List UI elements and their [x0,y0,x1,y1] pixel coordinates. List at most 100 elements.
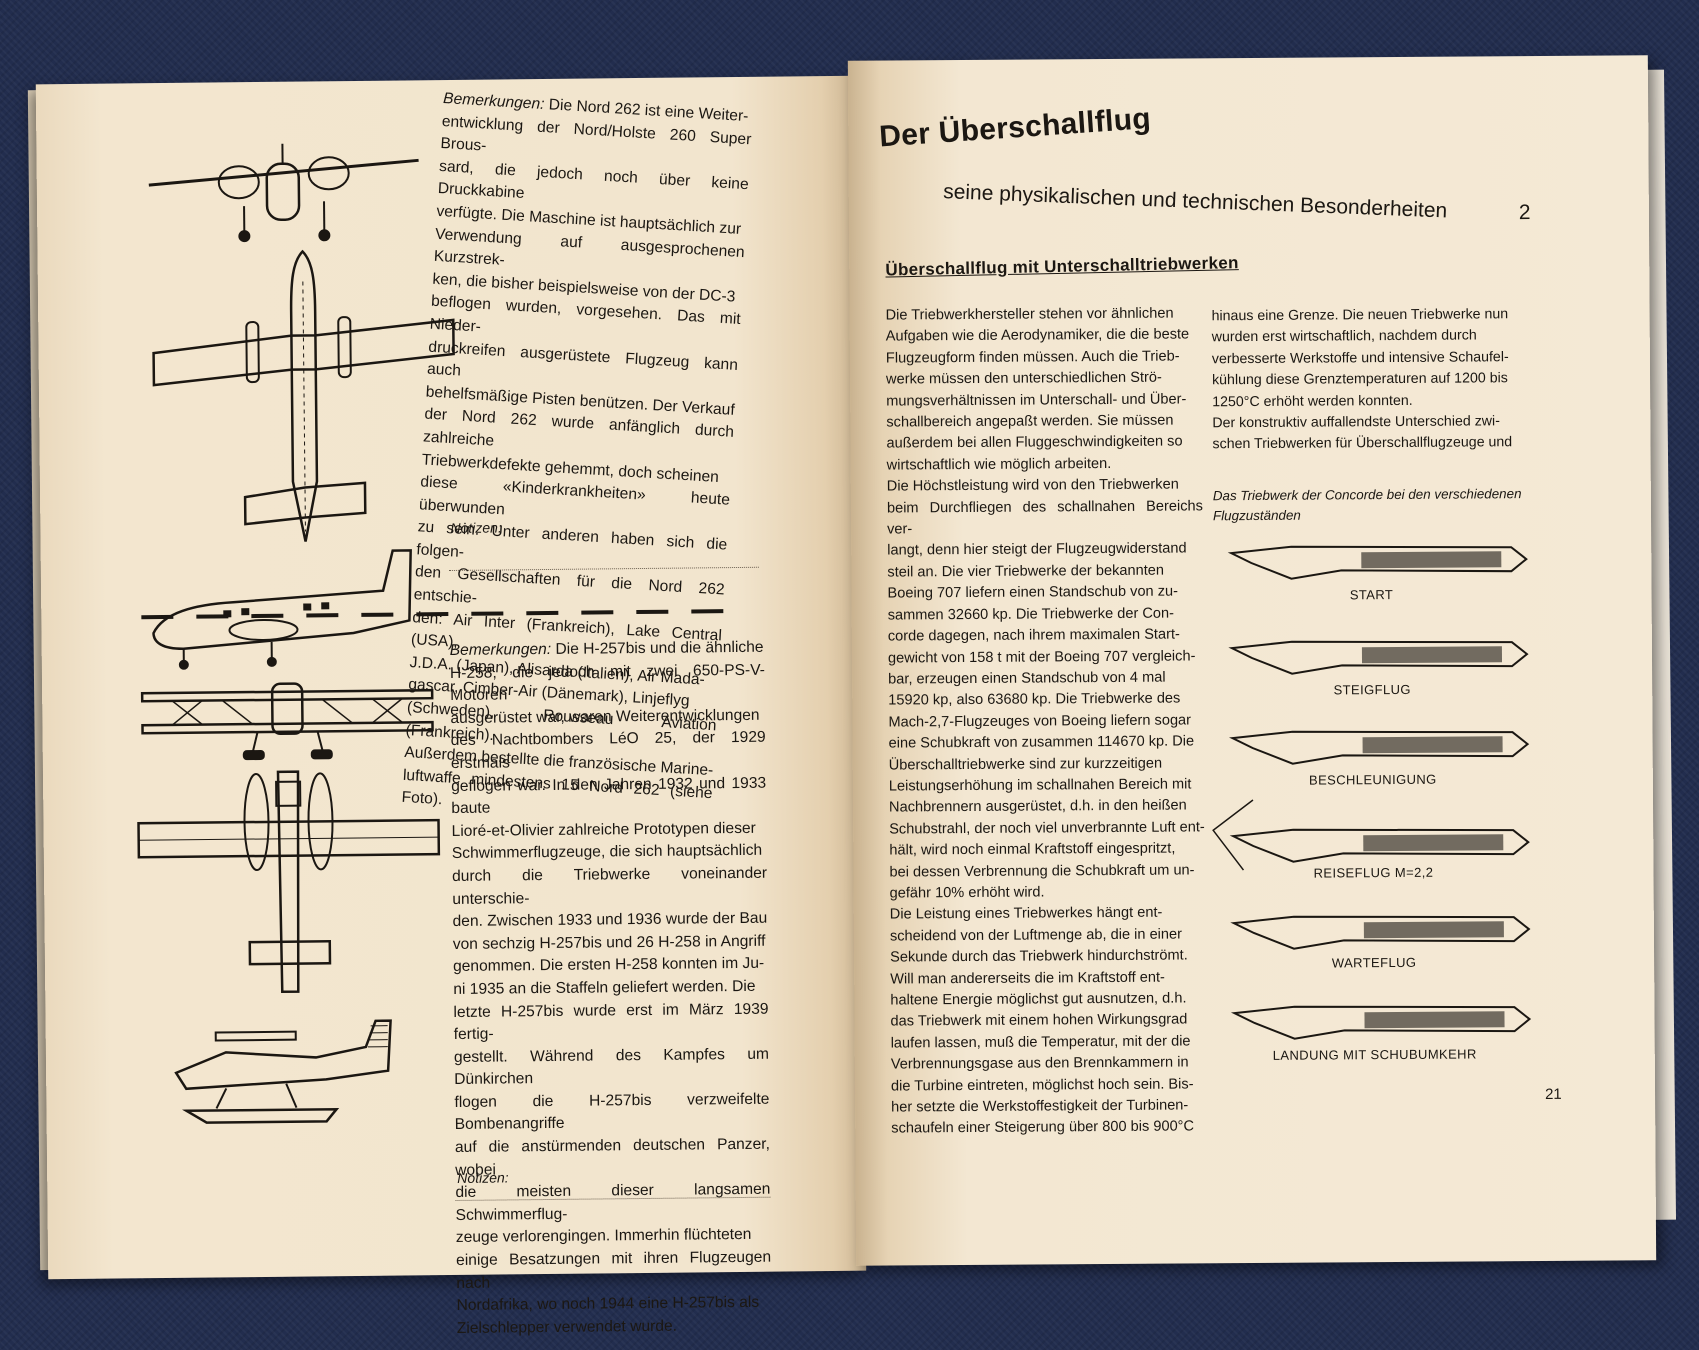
main-text-column-1: Die Triebwerkhersteller stehen vor ähnli… [886,303,1208,1140]
body-line: Mach-2,7-Flugzeuges von Boeing liefern s… [888,712,1192,731]
body-line: werke müssen den unterschiedlichen Strö- [885,369,1162,388]
body-line: gefähr 10% erhöht wird. [889,884,1045,902]
nord-262-side-view [152,549,412,670]
nord-262-front-view [148,143,419,243]
h-257bis-top-view [137,770,441,994]
right-page: Der Überschallflug seine physikalischen … [847,55,1657,1266]
body-line: eine Schubkraft von zusammen 114670 kp. … [888,733,1195,752]
body-line: Leistungserhöhung im schallnahen Bereich… [888,776,1192,795]
figure-caption: Das Triebwerk der Concorde bei den versc… [1213,484,1533,526]
body-line: langt, denn hier steigt der Flugzeugwide… [887,540,1187,560]
remarks-line: Nordafrika, wo noch 1944 eine H-257bis a… [456,1294,760,1315]
body-line: außerdem bei allen Fluggeschwindigkeiten… [886,433,1183,452]
remarks-line: des Nachtbombers LéO 25, der 1929 erstma… [450,729,766,772]
remarks-line: geflogen war. In den Jahren 1932 und 193… [451,774,767,818]
body-line: Die Triebwerkhersteller stehen vor ähnli… [885,305,1174,324]
body-line: hinaus eine Grenze. Die neuen Triebwerke… [1211,306,1509,325]
engine-state-label: STEIGFLUG [1333,681,1411,698]
caption-line-1: Das Triebwerk der Concorde bei den versc… [1212,486,1522,504]
body-line: Nachbrennern ausgerüstet, d.h. in den he… [888,797,1187,816]
body-line: her setzte die Werkstoffestigkeit der Tu… [891,1097,1189,1116]
body-line: haltene Energie möglichst gut ausnutzen,… [890,990,1187,1009]
body-line: scheidend von der Luftmenge ab, die in e… [889,926,1183,945]
remarks-line: zeuge verlorengingen. Immerhin flüchtete… [455,1226,752,1247]
main-text-column-2: hinaus eine Grenze. Die neuen Triebwerke… [1212,304,1513,456]
engine-diagram-start [1227,545,1528,580]
chapter-subtitle: seine physikalischen und technischen Bes… [942,180,1448,223]
remarks-line: von sechzig H-257bis und 26 H-258 in Ang… [452,932,766,953]
body-line: hält, wird noch einmal Kraftstoff einges… [889,840,1176,859]
remarks-line: Die H-257bis und die ähnliche [555,638,764,658]
engine-diagram-warteflug [1230,915,1531,950]
remarks-label-1: Bemerkungen: [442,90,545,114]
left-page: Bemerkungen: Die Nord 262 ist eine Weite… [35,75,867,1337]
body-line: steil an. Die vier Triebwerke der bekann… [887,562,1165,581]
remarks-line: durch die Triebwerke voneinander untersc… [451,864,768,908]
body-line: Die Leistung eines Triebwerkes hängt ent… [889,905,1163,923]
engine-state-label: WARTEFLUG [1331,954,1417,971]
body-line: bei dessen Verbrennung die Schubkraft um… [889,861,1195,881]
body-line: bar, erzeugen einen Standschub von 4 mal [888,669,1166,688]
remarks-line: H-258, die jedoch mit zwei 650-PS-V-Moto… [449,661,766,705]
engine-state-label: START [1349,587,1394,603]
notes-label-1: Notizen: [450,519,502,536]
remarks-line: gestellt. Während des Kampfes um Dünkirc… [453,1045,770,1089]
body-line: laufen lassen, muß die Temperatur, mit d… [890,1033,1191,1052]
remarks-line: genommen. Die ersten H-258 konnten im Ju… [452,955,765,976]
engine-diagram-landung [1230,1005,1532,1040]
body-line: corde dagegen, nach ihrem maximalen Star… [887,626,1180,645]
body-line: sammen 32660 kp. Die Triebwerke der Con- [887,605,1175,624]
body-line: schaufeln einer Steigerung über 800 bis … [891,1118,1195,1137]
engine-state-label: REISEFLUG M=2,2 [1313,864,1434,881]
body-line: schen Triebwerken für Überschallflugzeug… [1212,434,1513,453]
remarks-line: Schwimmerflugzeuge, die sich hauptsächli… [451,842,763,863]
body-line: gewicht von 158 t mit der Boeing 707 ver… [887,647,1196,667]
body-line: Sekunde durch das Triebwerk hindurchströ… [890,947,1188,966]
body-line: mungsverhältnissen im Unterschall- und Ü… [886,391,1187,410]
body-line: beim Durchfliegen des schallnahen Bereic… [886,497,1203,538]
body-line: Die Höchstleistung wird von den Triebwer… [886,476,1179,495]
notes-label-2: Notizen: [457,1169,509,1186]
nord-262-top-view [152,249,455,542]
chapter-title: Der Überschallflug [878,102,1152,154]
body-line: Flugzeugform finden müssen. Auch die Tri… [885,348,1180,367]
h-257bis-side-view [174,1019,392,1124]
body-line: kühlung diese Grenztemperaturen auf 1200… [1211,370,1508,389]
engine-diagram-beschleunigung [1228,730,1530,765]
remarks-label-2: Bemerkungen: [449,640,552,660]
body-line: das Triebwerk mit einem hohen Wirkungsgr… [890,1011,1188,1030]
body-line: Will man andererseits die im Kraftstoff … [890,969,1165,988]
chapter-number: 2 [1518,201,1531,225]
engine-diagram-steigflug [1228,640,1529,675]
engine-state-label: BESCHLEUNIGUNG [1308,771,1437,788]
remarks-line: ausgerüstet war, waren Weiterentwicklung… [450,706,760,727]
body-line: 1250°C erhöht werden konnten. [1212,392,1413,410]
body-line: 15920 kp, also 63680 kp. Die Triebwerke … [888,690,1181,709]
body-line: die Turbine eintreten, möglichst hoch se… [890,1076,1194,1095]
remarks-line: Lioré-et-Olivier zahlreiche Prototypen d… [451,819,756,840]
remarks-line: ni 1935 an die Staffeln geliefert werden… [453,977,756,998]
remarks-line: letzte H-257bis wurde erst im März 1939 … [453,1000,769,1044]
h-257bis-front-view [140,682,434,761]
section-heading: Überschallflug mit Unterschalltriebwerke… [885,253,1239,280]
body-line: Verbrennungsgase aus den Brennkammern in [890,1054,1189,1073]
h-257bis-remarks: Bemerkungen: Die H-257bis und die ähnlic… [450,637,772,1341]
body-line: schallbereich angepaßt werden. Sie müsse… [886,412,1174,431]
caption-line-2: Flugzuständen [1212,507,1301,524]
engine-diagram-reiseflug [1212,799,1530,871]
body-line: wirtschaftlich wie möglich arbeiten. [886,455,1112,474]
remarks-line: flogen die H-257bis verzweifelte Bombena… [454,1090,770,1134]
remarks-line: die meisten dieser langsamen Schwimmerfl… [455,1180,771,1224]
page-number: 21 [1544,1085,1562,1103]
body-line: Schubstrahl, der noch viel unverbrannte … [889,819,1205,838]
body-line: Boeing 707 liefern einen Standschub von … [887,583,1179,602]
body-line: verbesserte Werkstoffe und intensive Sch… [1211,349,1509,368]
remarks-line: Zielschlepper verwendet wurde. [456,1317,678,1337]
body-line: Überschalltriebwerke sind zur kurzzeitig… [888,755,1163,774]
remarks-line: den. Zwischen 1933 und 1936 wurde der Ba… [452,909,768,931]
body-line: Der konstruktiv auffallendste Unterschie… [1212,413,1500,432]
engine-state-label: LANDUNG MIT SCHUBUMKEHR [1272,1046,1477,1063]
body-line: Aufgaben wie die Aerodynamiker, die die … [885,326,1190,345]
remarks-line: einige Besatzungen mit ihren Flugzeugen … [456,1248,772,1292]
body-line: wurden erst wirtschaftlich, nachdem durc… [1211,327,1477,346]
